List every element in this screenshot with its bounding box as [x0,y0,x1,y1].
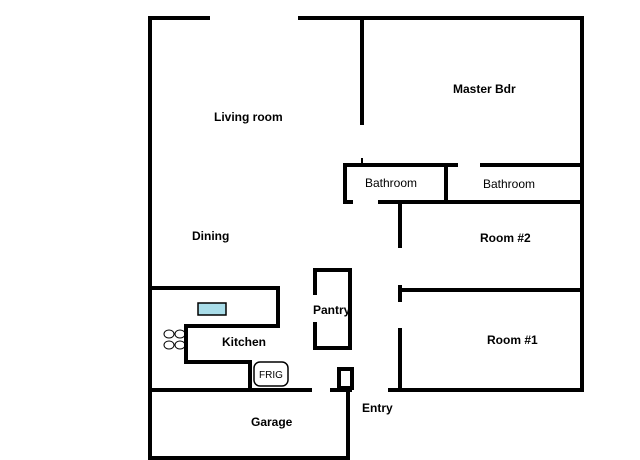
fridge-label: FRIG [259,370,283,381]
garage-walls [150,388,352,460]
pantry-walls [313,268,352,350]
room-2-label: Room #2 [480,231,531,245]
stove-icon [163,329,186,350]
counter-outline [150,286,280,392]
sink-icon [197,302,227,316]
kitchen-counter [150,286,289,392]
kitchen-label: Kitchen [222,335,266,349]
master-bdr-label: Master Bdr [453,82,516,96]
bathroom-1-label: Bathroom [365,176,417,190]
garage-label: Garage [251,415,293,429]
room-1-label: Room #1 [487,333,538,347]
entry-post [337,367,354,390]
fridge-icon [253,361,289,387]
entry-label: Entry [362,401,393,415]
pantry-label: Pantry [313,303,351,317]
bathroom-2-label: Bathroom [483,177,535,191]
living-room-label: Living room [214,110,283,124]
dining-label: Dining [192,229,229,243]
bathroom-block [343,163,584,204]
